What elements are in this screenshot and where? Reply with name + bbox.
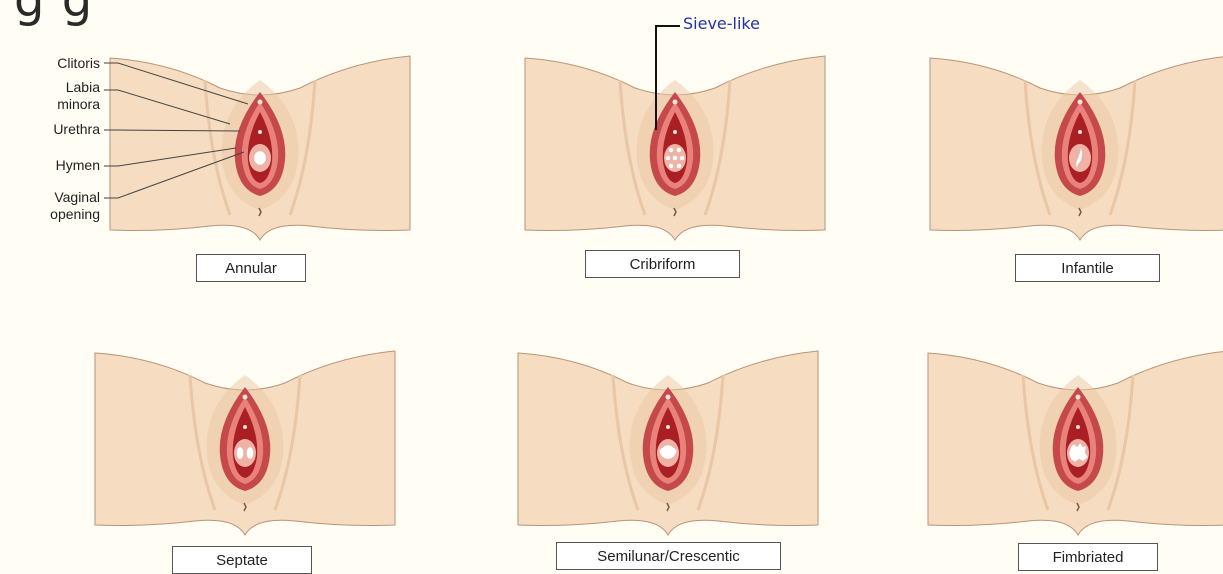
label-clitoris-text: Clitoris: [57, 55, 100, 71]
sieve-hole-5: [669, 164, 674, 169]
septate-left-opening: [237, 447, 244, 459]
urethra: [1076, 425, 1080, 429]
clitoris: [673, 100, 678, 105]
caption-semilunar: Semilunar/Crescentic: [556, 542, 781, 570]
illustration-infantile: [930, 40, 1223, 240]
panel-annular: [110, 40, 410, 240]
hymen-opening-annular: [254, 151, 266, 165]
urethra: [666, 425, 670, 429]
caption-cribriform: Cribriform: [585, 250, 740, 278]
urethra: [258, 130, 262, 134]
caption-fimbriated: Fimbriated: [1018, 543, 1158, 571]
sieve-hole-1: [677, 148, 682, 153]
clitoris: [666, 395, 671, 400]
illustration-cribriform: [525, 40, 825, 240]
label-hymen: Hymen: [56, 157, 100, 174]
label-vaginal-opening-line2: opening: [50, 206, 100, 223]
sieve-hole-4: [680, 156, 685, 161]
label-vaginal-opening-line1: Vaginal: [50, 189, 100, 206]
panel-cribriform: [525, 40, 825, 240]
illustration-fimbriated: [928, 335, 1223, 535]
caption-annular: Annular: [196, 254, 306, 282]
sieve-hole-6: [677, 164, 682, 169]
sieve-hole-2: [666, 156, 671, 161]
caption-infantile: Infantile: [1015, 254, 1160, 282]
caption-septate: Septate: [172, 546, 312, 574]
clitoris: [1078, 100, 1083, 105]
label-clitoris: Clitoris: [57, 55, 100, 72]
label-urethra-text: Urethra: [53, 121, 100, 137]
septate-right-opening: [247, 447, 254, 459]
clitoris: [1076, 395, 1081, 400]
clitoris: [258, 100, 263, 105]
label-labia-minora-line2: minora: [57, 96, 100, 113]
urethra: [243, 425, 247, 429]
panel-fimbriated: [928, 335, 1223, 535]
illustration-annular: [110, 40, 410, 240]
sieve-hole-0: [669, 148, 674, 153]
sieve-hole-3: [673, 156, 678, 161]
illustration-septate: [95, 335, 395, 535]
panel-septate: [95, 335, 395, 535]
label-labia-minora: Labia minora: [57, 79, 100, 113]
illustration-semilunar: [518, 335, 818, 535]
label-vaginal-opening: Vaginal opening: [50, 189, 100, 223]
urethra: [673, 130, 677, 134]
panel-semilunar: [518, 335, 818, 535]
urethra: [1078, 130, 1082, 134]
label-hymen-text: Hymen: [56, 157, 100, 173]
label-labia-minora-line1: Labia: [57, 79, 100, 96]
label-urethra: Urethra: [53, 121, 100, 138]
partial-title: g g: [14, 0, 93, 32]
annular-opening: [254, 151, 266, 165]
clitoris: [243, 395, 248, 400]
panel-infantile: [930, 40, 1223, 240]
sieve-like-note: Sieve-like: [683, 14, 760, 33]
